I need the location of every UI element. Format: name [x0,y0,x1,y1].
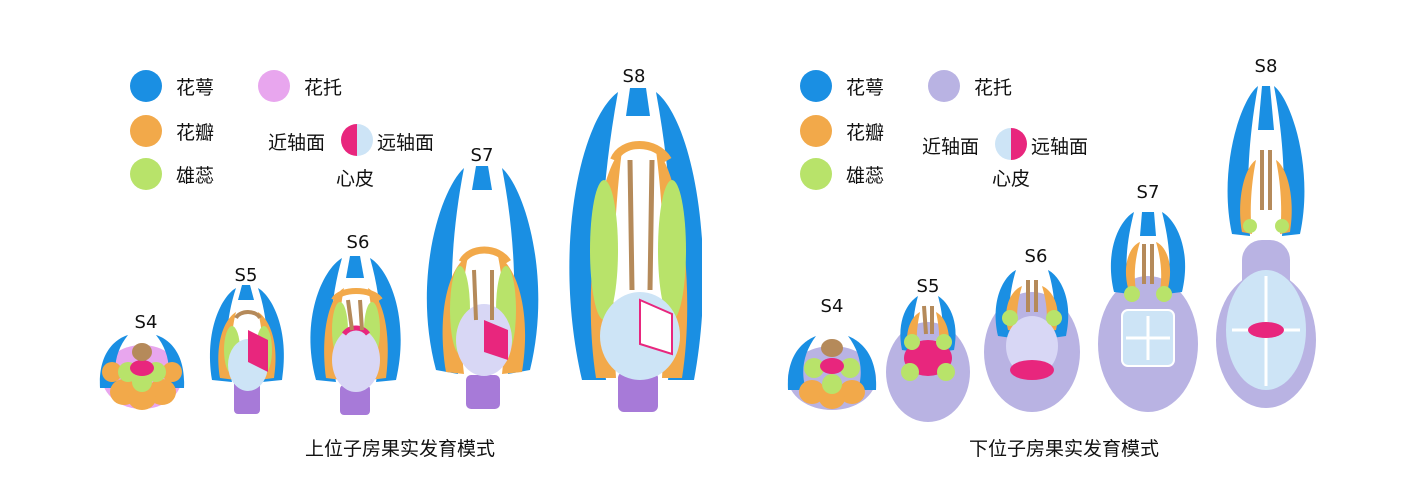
carpel-swatch [341,124,373,156]
legend-stamen-label: 雄蕊 [846,164,885,187]
sepal-swatch [130,70,162,102]
flower-s7 [426,166,539,409]
stage-label-s5: S5 [916,276,940,297]
inferior-ovary-panel: 花萼 花瓣 雄蕊 花托 近轴面 远轴面 心皮 S4 S5 S6 S7 S8 [702,0,1404,500]
legend-receptacle-label: 花托 [974,76,1013,99]
carpel-far-label: 远轴面 [1031,136,1089,158]
stage-label-s7: S7 [470,145,494,166]
stage-label-s4: S4 [134,312,158,333]
stamen-swatch [130,158,162,190]
flower-s8 [569,88,702,412]
flower-s7 [1098,212,1198,412]
stage-label-s8: S8 [622,66,646,87]
stage-label-s4: S4 [820,296,844,317]
receptacle-swatch [928,70,960,102]
legend-sepal: 花萼 [800,70,884,102]
flower-s8 [1216,86,1316,408]
legend-stamen: 雄蕊 [130,158,214,190]
stamen-swatch [800,158,832,190]
flower-s6 [984,270,1080,412]
inferior-ovary-illustration [787,86,1316,422]
legend-petal-label: 花瓣 [846,121,885,144]
sepal-swatch [800,70,832,102]
stage-label-s6: S6 [1024,246,1048,267]
legend-stamen: 雄蕊 [800,158,884,190]
legend-receptacle-label: 花托 [304,76,343,99]
superior-ovary-panel: 花萼 花瓣 雄蕊 花托 近轴面 远轴面 心皮 S4 S5 S6 S7 S8 [99,66,702,460]
flower-s6 [310,256,401,415]
stage-label-s5: S5 [234,265,258,286]
flower-s5 [886,296,970,422]
legend-receptacle: 花托 [928,70,1012,102]
legend-petal: 花瓣 [800,115,884,147]
legend-sepal-label: 花萼 [846,76,885,99]
stage-label-s6: S6 [346,232,370,253]
stage-label-s8: S8 [1254,56,1278,77]
legend-petal: 花瓣 [130,115,214,147]
carpel-swatch [995,128,1027,160]
flower-s4 [99,335,185,410]
carpel-near-label: 近轴面 [268,132,326,154]
petal-swatch [130,115,162,147]
superior-ovary-title: 上位子房果实发育模式 [304,438,496,460]
carpel-near-label: 近轴面 [922,136,980,158]
receptacle-swatch [258,70,290,102]
flower-s4 [787,336,877,410]
petal-swatch [800,115,832,147]
legend-stamen-label: 雄蕊 [176,164,215,187]
carpel-name-label: 心皮 [336,168,375,190]
legend-petal-label: 花瓣 [176,121,215,144]
carpel-name-label: 心皮 [992,168,1031,190]
carpel-far-label: 远轴面 [377,132,435,154]
superior-ovary-illustration [99,88,702,415]
legend-sepal-label: 花萼 [176,76,215,99]
legend-sepal: 花萼 [130,70,214,102]
flower-s5 [210,285,284,414]
inferior-ovary-title: 下位子房果实发育模式 [968,438,1160,460]
legend-receptacle: 花托 [258,70,342,102]
stage-label-s7: S7 [1136,182,1160,203]
